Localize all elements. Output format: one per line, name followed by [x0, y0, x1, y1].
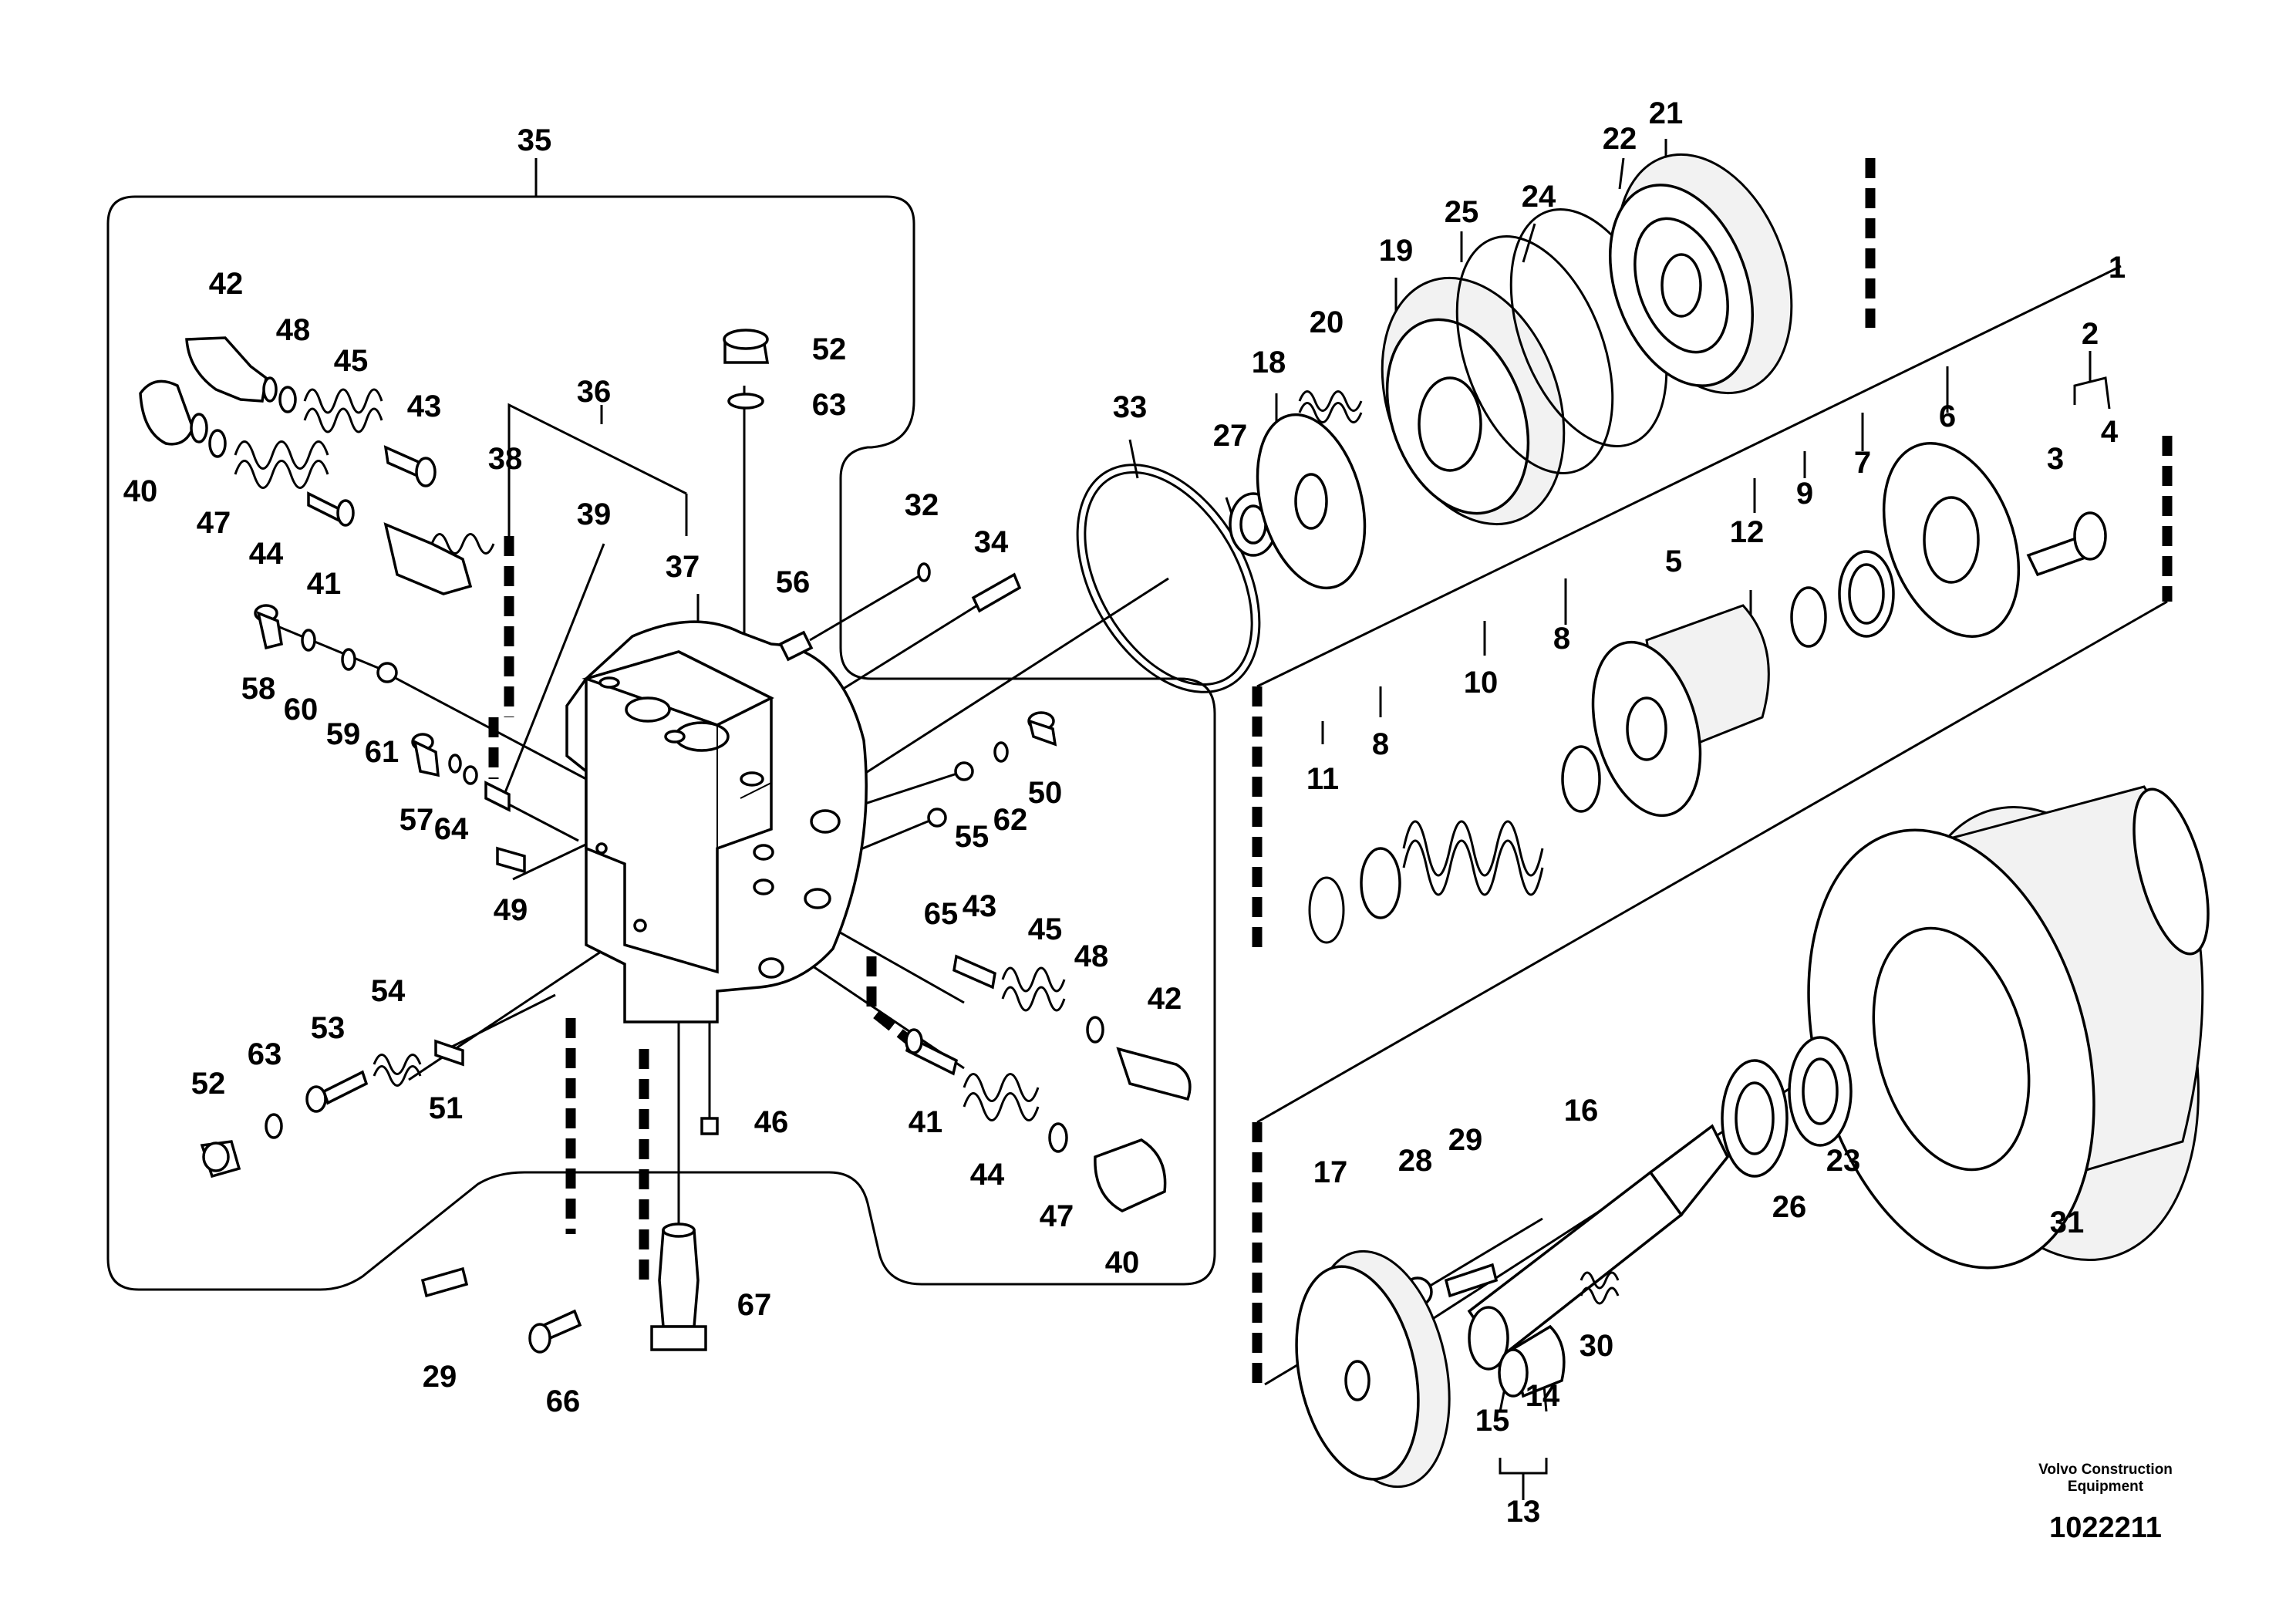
part-label-44-left: 44	[248, 537, 284, 571]
part-label-8-upper: 8	[1553, 622, 1571, 656]
part-label-11: 11	[1306, 762, 1340, 796]
part-label-32: 32	[904, 488, 939, 522]
part-label-57: 57	[399, 803, 434, 837]
part-label-15: 15	[1475, 1404, 1510, 1438]
part-label-48-left: 48	[275, 313, 311, 347]
part-label-22: 22	[1602, 122, 1637, 156]
publisher-line-1: Volvo Construction	[2038, 1462, 2173, 1478]
part-label-20: 20	[1309, 305, 1344, 339]
part-label-59: 59	[325, 717, 361, 751]
part-label-5: 5	[1664, 545, 1683, 578]
part-label-47-right: 47	[1039, 1199, 1074, 1233]
part-label-14: 14	[1525, 1379, 1560, 1413]
part-label-27: 27	[1212, 419, 1248, 453]
part-label-4: 4	[2100, 415, 2119, 449]
part-label-18: 18	[1251, 346, 1286, 379]
part-label-42-right: 42	[1147, 982, 1182, 1016]
part-label-50: 50	[1027, 776, 1063, 810]
part-label-23: 23	[1826, 1144, 1861, 1178]
part-label-40-left: 40	[123, 474, 158, 508]
part-label-36: 36	[576, 375, 612, 409]
part-label-8-lower: 8	[1371, 727, 1390, 761]
part-label-40-right: 40	[1104, 1246, 1140, 1280]
part-label-46: 46	[754, 1105, 789, 1139]
part-label-28: 28	[1397, 1144, 1433, 1178]
part-label-67: 67	[737, 1288, 772, 1322]
part-label-37: 37	[665, 550, 700, 584]
part-label-54: 54	[370, 974, 406, 1008]
part-label-13: 13	[1505, 1495, 1541, 1529]
part-label-64: 64	[433, 812, 469, 846]
part-label-29-right: 29	[1448, 1123, 1483, 1157]
part-label-53: 53	[310, 1011, 346, 1045]
part-label-34: 34	[973, 525, 1009, 559]
part-label-16: 16	[1563, 1094, 1599, 1128]
part-label-41-left: 41	[306, 567, 342, 601]
part-label-52-top: 52	[811, 332, 847, 366]
part-label-55: 55	[954, 820, 990, 854]
leader-lines	[273, 139, 2168, 1500]
part-label-24: 24	[1521, 180, 1556, 214]
part-label-43-left: 43	[406, 389, 442, 423]
part-label-1: 1	[2108, 251, 2126, 285]
dashed-break-lines	[488, 158, 2173, 1392]
part-label-30: 30	[1579, 1329, 1614, 1363]
part-label-62: 62	[993, 803, 1028, 837]
part-label-66: 66	[545, 1384, 581, 1418]
part-label-56: 56	[775, 565, 811, 599]
part-label-43-right: 43	[962, 889, 997, 923]
part-label-61: 61	[364, 735, 400, 769]
part-label-25: 25	[1444, 195, 1479, 229]
part-label-41-right: 41	[908, 1105, 943, 1139]
part-label-26: 26	[1772, 1190, 1807, 1224]
part-label-7: 7	[1853, 446, 1872, 480]
part-label-39: 39	[576, 497, 612, 531]
publisher-caption: Volvo Construction Equipment	[1967, 1462, 2244, 1496]
part-label-35: 35	[517, 123, 552, 157]
part-label-9: 9	[1795, 477, 1814, 511]
part-label-45-left: 45	[333, 344, 369, 378]
part-label-3: 3	[2046, 442, 2065, 476]
part-label-60: 60	[283, 693, 319, 727]
drawing-number: 1022211	[2049, 1512, 2162, 1544]
publisher-line-2: Equipment	[2067, 1479, 2144, 1495]
right-upper-parts	[1076, 153, 2107, 944]
part-label-49: 49	[493, 893, 528, 927]
part-label-10: 10	[1463, 666, 1499, 700]
part-label-42-left: 42	[208, 267, 244, 301]
right-lower-parts	[1295, 785, 2210, 1489]
group-35-outline	[106, 158, 1216, 1291]
part-label-48-right: 48	[1074, 939, 1109, 973]
part-label-2: 2	[2081, 317, 2099, 351]
part-label-6: 6	[1938, 400, 1957, 433]
part-label-19: 19	[1378, 234, 1414, 268]
part-label-38: 38	[487, 442, 523, 476]
part-label-31: 31	[2049, 1206, 2085, 1239]
part-label-44-right: 44	[969, 1158, 1005, 1192]
part-label-17: 17	[1313, 1155, 1348, 1189]
part-label-52-bottom: 52	[190, 1067, 226, 1101]
valve-block-37	[565, 620, 868, 1023]
part-label-29-left: 29	[422, 1360, 457, 1394]
part-label-33: 33	[1112, 390, 1148, 424]
part-label-63-bottom: 63	[247, 1037, 282, 1071]
part-label-21: 21	[1648, 96, 1684, 130]
part-label-51: 51	[428, 1091, 464, 1125]
part-label-45-right: 45	[1027, 912, 1063, 946]
left-parts	[139, 329, 1192, 1354]
part-label-58: 58	[241, 672, 276, 706]
part-label-65: 65	[923, 897, 959, 931]
part-label-12: 12	[1729, 515, 1765, 549]
part-label-47-left: 47	[196, 506, 231, 540]
part-label-63-top: 63	[811, 388, 847, 422]
